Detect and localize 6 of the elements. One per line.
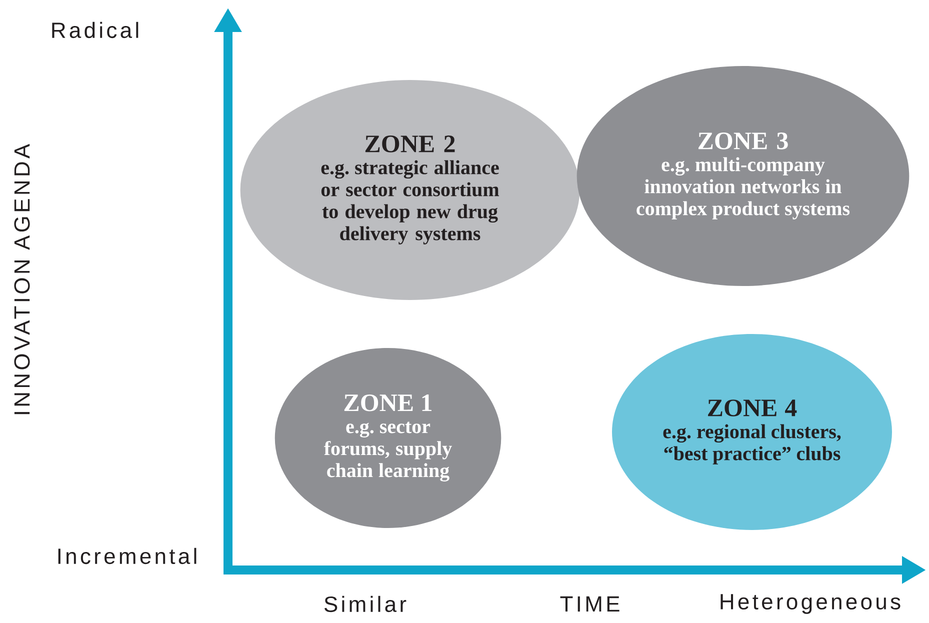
axis-label: Radical: [52, 22, 138, 38]
axis-label: TIME: [560, 596, 620, 612]
axis-label: Heterogeneous: [720, 594, 900, 614]
axis-label: INNOVATION AGENDA: [14, 144, 30, 414]
axis-label: Similar: [324, 596, 406, 612]
axis-label: Incremental: [58, 548, 196, 564]
